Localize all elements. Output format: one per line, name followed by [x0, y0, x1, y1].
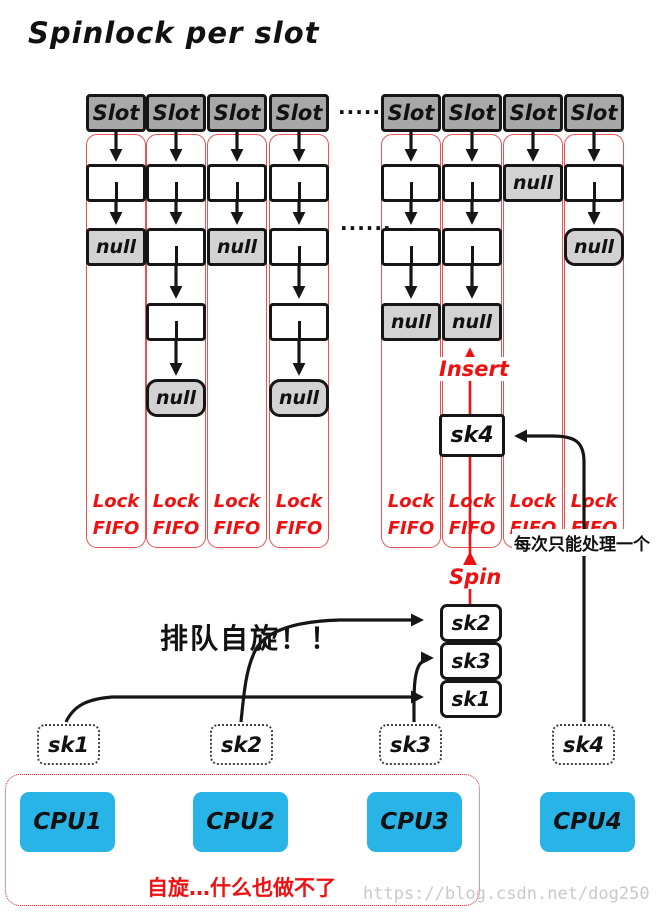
wait-stack-sk3: sk3 — [440, 642, 502, 680]
sk4-insert-box: sk4 — [439, 414, 505, 457]
null-box-insert-target: null — [442, 303, 502, 341]
null-box: null — [146, 379, 206, 417]
lock-word: Lock — [213, 491, 261, 512]
lock-word: Lock — [509, 491, 557, 512]
queue-spin-note: 排队自旋！！ — [160, 622, 341, 655]
one-at-a-time-note: 每次只能处理一个 — [512, 529, 652, 556]
slot-box-2: Slot — [146, 94, 206, 132]
fifo-word: FIFO — [448, 518, 496, 539]
line-sk1-to-stack — [64, 690, 424, 723]
slot-box-4: Slot — [269, 94, 329, 132]
slot-box-5: Slot — [381, 94, 441, 132]
list-node — [442, 164, 502, 202]
line-sk3-to-stack — [412, 651, 434, 723]
null-box: null — [269, 379, 329, 417]
socket-sk1: sk1 — [37, 724, 100, 765]
list-node — [381, 228, 441, 266]
slot-box-3: Slot — [207, 94, 267, 132]
cpu4-box: CPU4 — [540, 792, 635, 852]
list-node — [146, 228, 206, 266]
null-box: null — [503, 164, 563, 202]
socket-sk3: sk3 — [379, 724, 442, 765]
lock-word: Lock — [448, 491, 496, 512]
slot-box-7: Slot — [503, 94, 563, 132]
wait-stack-sk1: sk1 — [440, 680, 502, 718]
lock-word: Lock — [570, 491, 618, 512]
slot-box-8: Slot — [564, 94, 624, 132]
spinning-cpus-pen — [5, 774, 480, 906]
list-node — [146, 303, 206, 341]
null-box: null — [207, 228, 267, 266]
list-node — [442, 228, 502, 266]
fifo-word: FIFO — [152, 518, 200, 539]
slot-box-1: Slot — [86, 94, 146, 132]
fifo-word: FIFO — [92, 518, 140, 539]
spin-helpless-note: 自旋…什么也做不了 — [147, 876, 336, 900]
socket-sk2: sk2 — [210, 724, 273, 765]
watermark-url: https://blog.csdn.net/dog250 — [363, 884, 650, 904]
list-node — [269, 228, 329, 266]
list-node — [269, 303, 329, 341]
fifo-word: FIFO — [213, 518, 261, 539]
null-box: null — [86, 228, 146, 266]
list-node — [86, 164, 146, 202]
fifo-word: FIFO — [275, 518, 323, 539]
list-node — [269, 164, 329, 202]
null-box: null — [381, 303, 441, 341]
cpu3-box: CPU3 — [367, 792, 462, 852]
wait-stack-sk2: sk2 — [440, 604, 502, 642]
lock-word: Lock — [152, 491, 200, 512]
list-node — [146, 164, 206, 202]
lock-word: Lock — [92, 491, 140, 512]
insert-label: Insert — [437, 357, 511, 381]
page-title: Spinlock per slot — [28, 16, 320, 50]
fifo-word: FIFO — [387, 518, 435, 539]
slot-box-6: Slot — [442, 94, 502, 132]
null-box: null — [564, 228, 624, 266]
cpu1-box: CPU1 — [20, 792, 115, 852]
list-node — [207, 164, 267, 202]
spin-label: Spin — [447, 565, 504, 589]
list-node — [564, 164, 624, 202]
lock-word: Lock — [387, 491, 435, 512]
list-node — [381, 164, 441, 202]
socket-sk4: sk4 — [552, 724, 615, 765]
lock-word: Lock — [275, 491, 323, 512]
cpu2-box: CPU2 — [193, 792, 288, 852]
slots-ellipsis-top: ...... — [338, 95, 390, 119]
